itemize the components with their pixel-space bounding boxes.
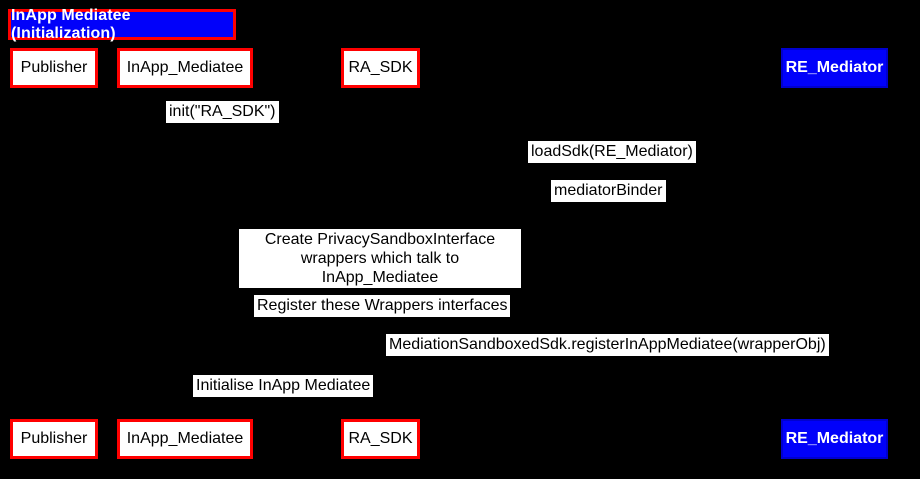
actor-inapp-mediatee-bottom: InApp_Mediatee bbox=[117, 419, 253, 459]
message-register-inapp-mediatee: MediationSandboxedSdk.registerInAppMedia… bbox=[386, 334, 829, 356]
message-load-sdk: loadSdk(RE_Mediator) bbox=[528, 141, 696, 163]
actor-inapp-mediatee-top: InApp_Mediatee bbox=[117, 48, 253, 88]
message-initialise-inapp-mediatee: Initialise InApp Mediatee bbox=[193, 375, 374, 397]
actor-publisher-top: Publisher bbox=[10, 48, 98, 88]
message-mediator-binder: mediatorBinder bbox=[551, 180, 666, 202]
message-create-wrappers: Create PrivacySandboxInterface wrappers … bbox=[239, 229, 521, 288]
message-register-wrappers: Register these Wrappers interfaces bbox=[254, 295, 511, 317]
actor-publisher-bottom: Publisher bbox=[10, 419, 98, 459]
actor-ra-sdk-top: RA_SDK bbox=[341, 48, 420, 88]
diagram-title: InApp Mediatee (Initialization) bbox=[8, 7, 236, 42]
actor-ra-sdk-bottom: RA_SDK bbox=[341, 419, 420, 459]
actor-re-mediator-bottom: RE_Mediator bbox=[781, 419, 888, 459]
message-init-ra-sdk: init("RA_SDK") bbox=[166, 101, 279, 123]
actor-re-mediator-top: RE_Mediator bbox=[781, 48, 888, 88]
